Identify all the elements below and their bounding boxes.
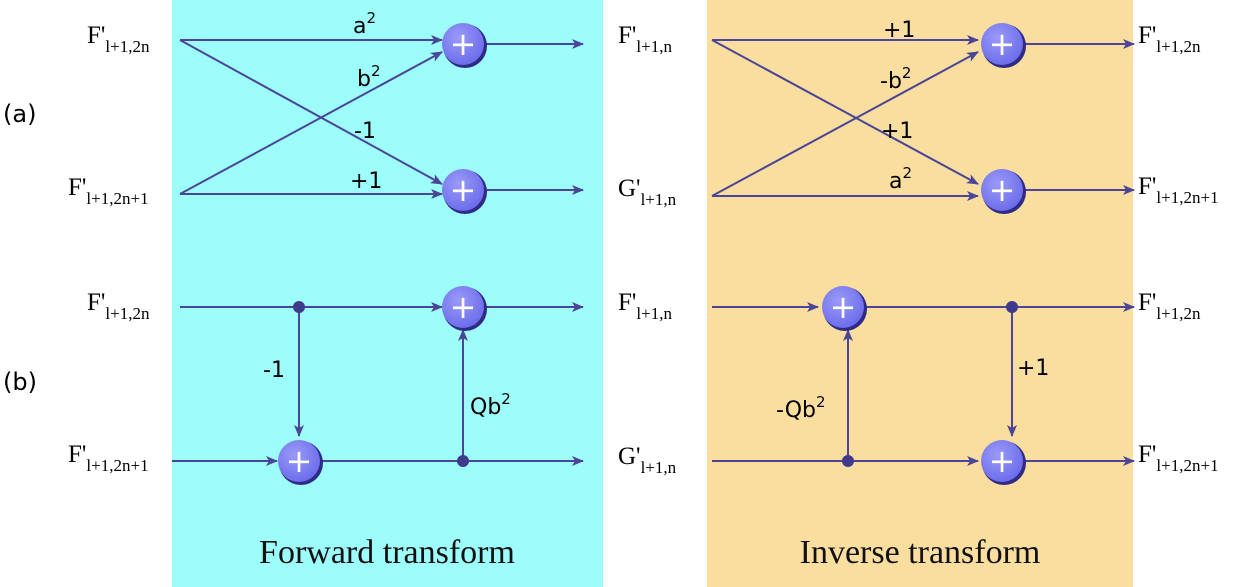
inverse-title: Inverse transform [800, 534, 1041, 571]
row-label-a: (a) [3, 100, 36, 128]
adder-nodes: + + + + + + + + [278, 23, 1026, 485]
adder-plus-sign: + [989, 25, 1016, 63]
adder-plus-sign: + [286, 442, 313, 480]
node-label-f-2n1: F'l+1,2n+1 [68, 174, 149, 208]
adder-plus-sign: + [450, 288, 477, 326]
adder-inverse-a-top: + [981, 23, 1026, 68]
junction-dots [293, 301, 1018, 467]
node-label-f-n: F'l+1,n [618, 289, 672, 323]
junction-dot [842, 455, 854, 467]
edge-ia-cross-down [711, 39, 979, 185]
adder-plus-sign: + [989, 442, 1016, 480]
adder-plus-sign: + [450, 25, 477, 63]
node-label-g-n: G'l+1,n [618, 175, 677, 209]
node-label-f-2n1: F'l+1,2n+1 [68, 441, 149, 475]
weight-fa-a2: a2 [353, 9, 376, 39]
node-label-f-n: F'l+1,n [618, 22, 672, 56]
weight-ib-p1: +1 [1017, 356, 1049, 381]
weight-fb-m1: -1 [263, 358, 285, 383]
weight-fb-qb2: Qb2 [470, 390, 511, 420]
weight-ia-p1-top: +1 [883, 18, 915, 43]
adder-plus-sign: + [830, 288, 857, 326]
weight-ia-a2: a2 [889, 164, 912, 194]
adder-inverse-b-top: + [822, 286, 867, 331]
node-label-f-2n: F'l+1,2n [1138, 289, 1201, 323]
weight-ia-mb2: -b2 [880, 64, 911, 94]
forward-title: Forward transform [259, 534, 515, 571]
adder-circle [442, 169, 484, 211]
weight-fa-b2: b2 [357, 62, 381, 92]
adder-plus-sign: + [989, 171, 1016, 209]
adder-circle [278, 440, 320, 482]
adder-inverse-a-bottom: + [981, 169, 1026, 214]
edge-ia-cross-up [711, 51, 979, 197]
node-label-f-2n: F'l+1,2n [87, 22, 150, 56]
adder-forward-a-top: + [442, 23, 487, 68]
edge-fa-cross-up [179, 51, 443, 195]
node-label-f-2n: F'l+1,2n [1138, 22, 1201, 56]
weight-labels: a2 b2 -1 +1 +1 -b2 +1 a2 -1 Qb2 -Qb2 +1 [263, 9, 1049, 423]
junction-dot [1006, 301, 1018, 313]
adder-forward-b-top: + [442, 286, 487, 331]
weight-ib-mqb2: -Qb2 [776, 393, 826, 423]
adder-circle [822, 286, 864, 328]
weight-fa-p1: +1 [350, 169, 382, 194]
weight-ia-p1-cross: +1 [881, 119, 913, 144]
weight-fa-m1: -1 [354, 119, 376, 144]
adder-plus-sign: + [450, 171, 477, 209]
forward-panel [172, 0, 603, 587]
edge-fa-cross-down [179, 39, 443, 185]
forward-b-edges [172, 302, 584, 466]
adder-circle [981, 440, 1023, 482]
adder-circle [981, 169, 1023, 211]
node-label-g-n: G'l+1,n [618, 443, 677, 477]
adder-forward-a-bottom: + [442, 169, 487, 214]
node-label-f-2n1: F'l+1,2n+1 [1138, 173, 1219, 207]
row-label-b: (b) [3, 368, 37, 396]
inverse-a-edges [711, 35, 1135, 201]
node-label-f-2n1: F'l+1,2n+1 [1138, 441, 1219, 475]
adder-circle [442, 286, 484, 328]
node-labels: F'l+1,2n F'l+1,2n+1 F'l+1,2n F'l+1,2n+1 … [68, 22, 1219, 477]
forward-a-edges [179, 35, 584, 199]
junction-dot [293, 301, 305, 313]
node-label-f-2n: F'l+1,2n [87, 289, 150, 323]
adder-forward-b-bottom: + [278, 440, 323, 485]
adder-inverse-b-bottom: + [981, 440, 1026, 485]
junction-dot [457, 455, 469, 467]
adder-circle [981, 23, 1023, 65]
adder-circle [442, 23, 484, 65]
inverse-panel [707, 0, 1133, 587]
